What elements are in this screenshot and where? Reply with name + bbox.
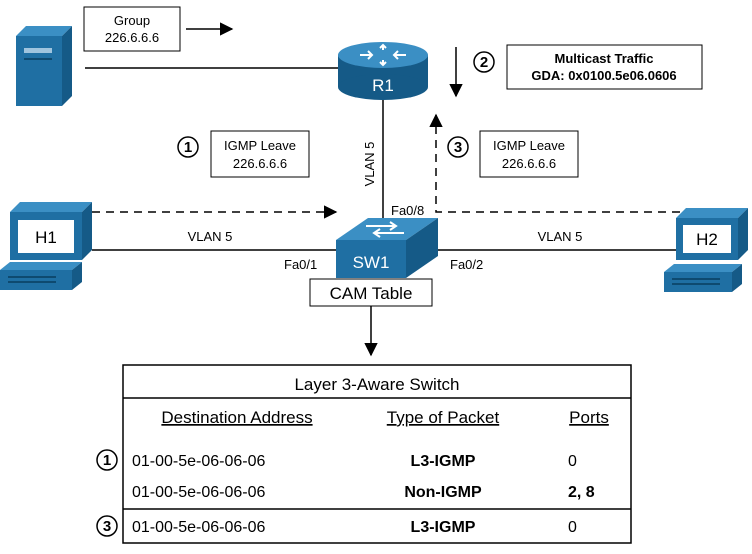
- step1-marker: 1: [177, 136, 199, 158]
- step3-marker: 3: [447, 136, 469, 158]
- host-h1-icon: H1: [0, 202, 92, 290]
- group-label-line2: 226.6.6.6: [105, 30, 159, 45]
- igmp-leave-3-line1: IGMP Leave: [493, 138, 565, 153]
- port-fa01-label: Fa0/1: [284, 257, 317, 272]
- multicast-traffic-box: Multicast Traffic GDA: 0x0100.5e06.0606: [506, 44, 703, 90]
- igmp-leave-box-3: IGMP Leave 226.6.6.6: [479, 130, 579, 178]
- row1-type: L3-IGMP: [411, 453, 476, 470]
- vlan-right-label: VLAN 5: [538, 229, 583, 244]
- step2-number: 2: [480, 54, 488, 71]
- igmp-leave-1-line2: 226.6.6.6: [233, 156, 287, 171]
- table-row: 3 01-00-5e-06-06-06 L3-IGMP 0: [96, 515, 577, 537]
- port-fa02-label: Fa0/2: [450, 257, 483, 272]
- step2-marker: 2: [473, 51, 495, 73]
- host2-label: H2: [696, 230, 718, 249]
- router-label: R1: [372, 76, 394, 95]
- row1-marker: [96, 449, 118, 471]
- cam-table: Layer 3-Aware Switch Destination Address…: [96, 364, 632, 544]
- row3-type: L3-IGMP: [411, 519, 476, 536]
- server-icon: [16, 26, 72, 106]
- header-destination: Destination Address: [161, 408, 312, 427]
- row2-destination: 01-00-5e-06-06-06: [132, 484, 266, 501]
- switch-sw1-icon: SW1: [336, 218, 438, 278]
- header-ports: Ports: [569, 408, 609, 427]
- host1-label: H1: [35, 228, 57, 247]
- row1-marker-number: 1: [103, 452, 111, 469]
- igmp-leave-3-line2: 226.6.6.6: [502, 156, 556, 171]
- table-row: 01-00-5e-06-06-06 Non-IGMP 2, 8: [132, 484, 595, 501]
- igmp-leave-1-line1: IGMP Leave: [224, 138, 296, 153]
- switch-label: SW1: [353, 253, 390, 272]
- row1-ports: 0: [568, 453, 577, 470]
- row1-destination: 01-00-5e-06-06-06: [132, 453, 266, 470]
- vlan-router-label: VLAN 5: [362, 142, 377, 187]
- cam-table-label: CAM Table: [330, 284, 413, 303]
- vlan-left-label: VLAN 5: [188, 229, 233, 244]
- step3-number: 3: [454, 139, 462, 156]
- port-fa08-label: Fa0/8: [391, 203, 424, 218]
- host-h2-icon: H2: [664, 208, 748, 292]
- router-r1-icon: R1: [338, 42, 428, 100]
- row3-marker: [96, 515, 118, 537]
- row2-ports: 2, 8: [568, 484, 595, 501]
- row3-marker-number: 3: [103, 518, 111, 535]
- row3-ports: 0: [568, 519, 577, 536]
- step1-number: 1: [184, 139, 192, 156]
- table-title: Layer 3-Aware Switch: [294, 375, 459, 394]
- table-row: 1 01-00-5e-06-06-06 L3-IGMP 0: [96, 449, 577, 471]
- h2-leave-dashed-arrow: [429, 113, 680, 213]
- header-type: Type of Packet: [387, 408, 500, 427]
- group-label-line1: Group: [114, 13, 150, 28]
- cam-table-box: CAM Table: [309, 278, 433, 307]
- row2-type: Non-IGMP: [404, 484, 482, 501]
- multicast-line1: Multicast Traffic: [555, 51, 654, 66]
- group-label-box: Group 226.6.6.6: [83, 6, 181, 52]
- igmp-leave-box-1: IGMP Leave 226.6.6.6: [210, 130, 310, 178]
- row3-destination: 01-00-5e-06-06-06: [132, 519, 266, 536]
- multicast-line2: GDA: 0x0100.5e06.0606: [531, 68, 676, 83]
